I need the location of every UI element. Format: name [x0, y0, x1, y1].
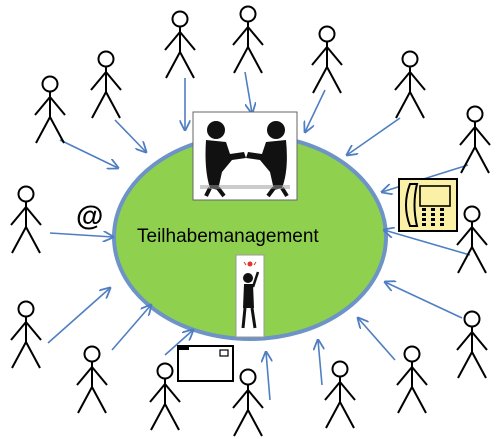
arrow: [111, 305, 151, 351]
at-sign: @: [76, 200, 103, 231]
stick-figure: [311, 25, 343, 94]
stick-figure: [76, 345, 108, 414]
idea-person-picture-icon: [235, 254, 265, 338]
handshake-picture-icon: [192, 111, 298, 201]
stick-figure: [164, 10, 196, 79]
stick-figure: [324, 360, 356, 429]
arrow: [347, 117, 401, 155]
stick-figure: [10, 185, 42, 254]
stick-figure: [90, 50, 122, 119]
arrow: [164, 330, 193, 356]
stick-figure: [459, 105, 491, 174]
stick-figure: [232, 5, 264, 74]
stick-figure: [456, 205, 488, 274]
arrow: [384, 230, 471, 256]
stick-figure: [396, 345, 428, 414]
arrow: [358, 318, 396, 361]
envelope-icon: [177, 345, 234, 382]
stick-figure: [10, 300, 42, 369]
arrow: [59, 139, 118, 168]
arrow: [47, 288, 110, 344]
center-label: Teilhabemanagement: [137, 226, 319, 247]
arrow: [49, 233, 113, 237]
arrows: [47, 71, 471, 401]
arrow: [318, 340, 322, 386]
arrow: [244, 71, 252, 113]
stick-figure: [456, 310, 488, 379]
arrow: [305, 89, 326, 132]
stick-figure: [34, 75, 66, 144]
stick-figure: [149, 362, 181, 431]
stick-figure: [232, 368, 264, 437]
stick-figure: [394, 50, 426, 119]
telephone-icon: [398, 178, 458, 232]
arrow: [385, 282, 463, 319]
arrow: [266, 352, 270, 401]
arrow: [114, 119, 146, 152]
